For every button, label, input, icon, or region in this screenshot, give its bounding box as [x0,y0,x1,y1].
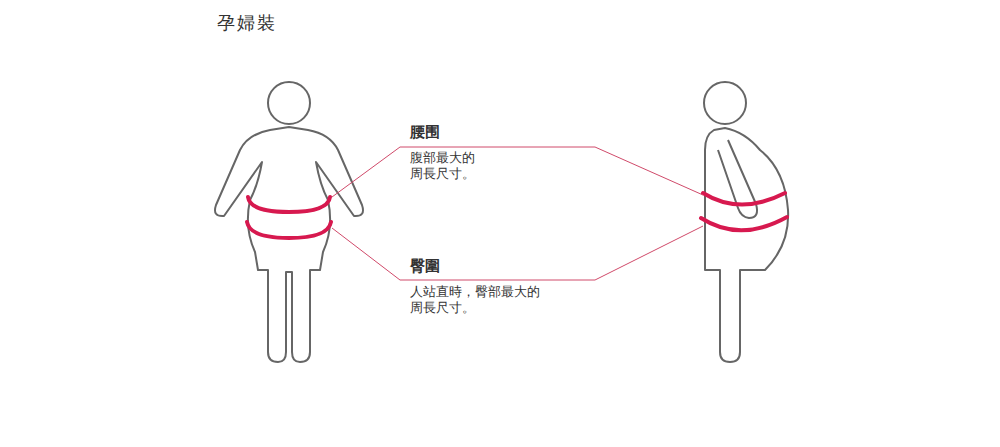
side-waist-band [703,193,785,205]
leader-line [332,226,703,280]
side-hip-band [701,217,787,230]
measure-name: 臀圍 [410,257,440,276]
measure-name: 腰围 [410,123,440,142]
front-hip-band [247,222,331,238]
front-head [268,82,310,124]
side-body [705,128,788,362]
measure-note: 人站直時，臀部最大的 周長尺寸。 [410,284,543,315]
front-waist-band [248,197,330,212]
leader-line [332,147,703,197]
side-head [704,82,746,124]
front-body [215,127,363,362]
measure-note: 腹部最大的 周長尺寸。 [410,150,480,181]
page-title: 孕婦裝 [217,11,277,35]
